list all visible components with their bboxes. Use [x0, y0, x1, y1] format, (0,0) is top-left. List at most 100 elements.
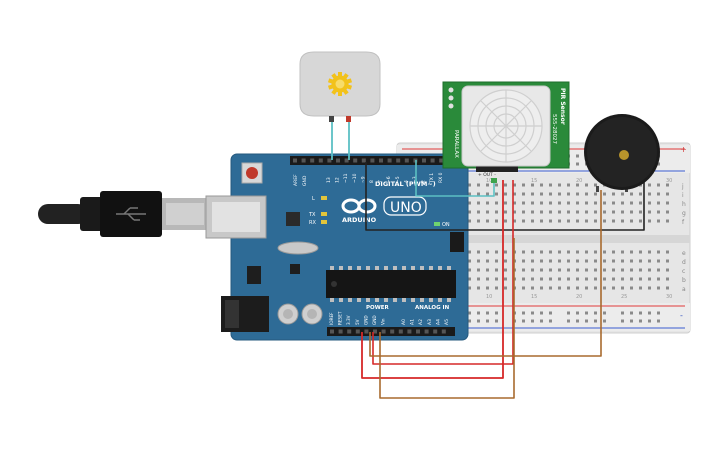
breadboard-hole[interactable] — [594, 286, 597, 290]
rail-hole[interactable] — [522, 311, 525, 315]
breadboard-hole[interactable] — [576, 201, 579, 205]
digital-pin[interactable] — [370, 158, 375, 163]
rail-hole[interactable] — [657, 319, 660, 323]
breadboard-hole[interactable] — [603, 219, 606, 223]
breadboard-hole[interactable] — [621, 250, 624, 254]
digital-pin[interactable] — [404, 158, 409, 163]
breadboard-hole[interactable] — [612, 219, 615, 223]
breadboard-hole[interactable] — [531, 286, 534, 290]
breadboard-hole[interactable] — [648, 219, 651, 223]
breadboard-hole[interactable] — [657, 259, 660, 263]
breadboard-hole[interactable] — [495, 286, 498, 290]
power-analog-pin[interactable] — [441, 329, 446, 334]
breadboard-hole[interactable] — [576, 286, 579, 290]
breadboard-hole[interactable] — [495, 192, 498, 196]
breadboard-hole[interactable] — [639, 277, 642, 281]
breadboard-hole[interactable] — [477, 201, 480, 205]
breadboard-hole[interactable] — [603, 277, 606, 281]
breadboard-hole[interactable] — [531, 192, 534, 196]
breadboard-hole[interactable] — [531, 250, 534, 254]
rail-hole[interactable] — [495, 319, 498, 323]
digital-pin[interactable] — [439, 158, 444, 163]
breadboard-hole[interactable] — [522, 286, 525, 290]
rail-hole[interactable] — [594, 319, 597, 323]
rail-hole[interactable] — [630, 311, 633, 315]
breadboard-hole[interactable] — [585, 210, 588, 214]
breadboard-hole[interactable] — [558, 250, 561, 254]
breadboard-hole[interactable] — [567, 219, 570, 223]
wire-red-5v[interactable] — [361, 180, 504, 379]
breadboard-hole[interactable] — [648, 192, 651, 196]
rail-hole[interactable] — [576, 162, 579, 166]
breadboard-hole[interactable] — [522, 250, 525, 254]
breadboard-hole[interactable] — [513, 192, 516, 196]
breadboard-hole[interactable] — [531, 268, 534, 272]
digital-pin[interactable] — [396, 158, 401, 163]
breadboard-hole[interactable] — [477, 250, 480, 254]
breadboard-hole[interactable] — [612, 259, 615, 263]
breadboard-hole[interactable] — [666, 268, 669, 272]
breadboard-hole[interactable] — [468, 277, 471, 281]
breadboard-hole[interactable] — [486, 250, 489, 254]
breadboard-hole[interactable] — [585, 192, 588, 196]
breadboard-hole[interactable] — [567, 286, 570, 290]
breadboard-hole[interactable] — [504, 210, 507, 214]
rail-hole[interactable] — [648, 311, 651, 315]
breadboard-hole[interactable] — [639, 201, 642, 205]
breadboard-hole[interactable] — [522, 201, 525, 205]
breadboard-hole[interactable] — [549, 192, 552, 196]
breadboard-hole[interactable] — [513, 210, 516, 214]
breadboard-hole[interactable] — [585, 250, 588, 254]
breadboard-hole[interactable] — [486, 286, 489, 290]
rail-hole[interactable] — [531, 311, 534, 315]
breadboard-hole[interactable] — [666, 250, 669, 254]
breadboard-hole[interactable] — [657, 286, 660, 290]
breadboard-hole[interactable] — [558, 210, 561, 214]
power-analog-pin[interactable] — [330, 329, 334, 334]
breadboard-hole[interactable] — [549, 183, 552, 187]
wire-brown-buzzer[interactable] — [369, 190, 602, 357]
breadboard-hole[interactable] — [612, 192, 615, 196]
breadboard-hole[interactable] — [630, 210, 633, 214]
breadboard-hole[interactable] — [648, 277, 651, 281]
breadboard-hole[interactable] — [477, 268, 480, 272]
breadboard-hole[interactable] — [504, 201, 507, 205]
breadboard-hole[interactable] — [567, 201, 570, 205]
breadboard-hole[interactable] — [540, 201, 543, 205]
breadboard-hole[interactable] — [612, 250, 615, 254]
breadboard-hole[interactable] — [531, 259, 534, 263]
breadboard-hole[interactable] — [630, 192, 633, 196]
breadboard-hole[interactable] — [666, 219, 669, 223]
breadboard-hole[interactable] — [558, 277, 561, 281]
breadboard-hole[interactable] — [657, 201, 660, 205]
breadboard-hole[interactable] — [468, 250, 471, 254]
breadboard-hole[interactable] — [630, 250, 633, 254]
breadboard-hole[interactable] — [603, 268, 606, 272]
breadboard-hole[interactable] — [585, 183, 588, 187]
breadboard-hole[interactable] — [504, 219, 507, 223]
rail-hole[interactable] — [540, 319, 543, 323]
breadboard-hole[interactable] — [504, 268, 507, 272]
breadboard-hole[interactable] — [612, 210, 615, 214]
breadboard-hole[interactable] — [567, 210, 570, 214]
breadboard-hole[interactable] — [576, 268, 579, 272]
breadboard-hole[interactable] — [567, 183, 570, 187]
breadboard-hole[interactable] — [585, 259, 588, 263]
digital-pin[interactable] — [310, 158, 315, 163]
breadboard-hole[interactable] — [558, 219, 561, 223]
breadboard-hole[interactable] — [585, 277, 588, 281]
breadboard-hole[interactable] — [477, 183, 480, 187]
breadboard-hole[interactable] — [540, 219, 543, 223]
breadboard-hole[interactable] — [486, 259, 489, 263]
power-analog-pin[interactable] — [433, 329, 438, 334]
breadboard-hole[interactable] — [594, 219, 597, 223]
breadboard-hole[interactable] — [648, 210, 651, 214]
breadboard-hole[interactable] — [486, 183, 489, 187]
rail-hole[interactable] — [585, 319, 588, 323]
breadboard-hole[interactable] — [630, 277, 633, 281]
breadboard-hole[interactable] — [657, 192, 660, 196]
breadboard-hole[interactable] — [657, 210, 660, 214]
rail-hole[interactable] — [657, 311, 660, 315]
breadboard-hole[interactable] — [540, 277, 543, 281]
breadboard-hole[interactable] — [648, 268, 651, 272]
